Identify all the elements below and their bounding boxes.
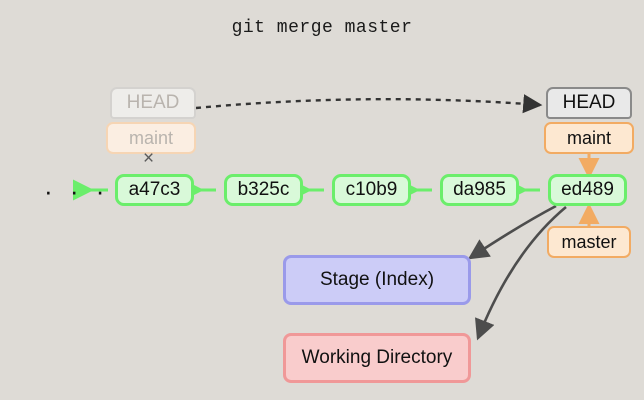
commit-node-b325c[interactable]: b325c <box>224 174 303 206</box>
ed489-to-stage-arrow <box>467 204 557 260</box>
maint-label-new[interactable]: maint <box>544 122 634 154</box>
commit-node-c10b9[interactable]: c10b9 <box>332 174 411 206</box>
head-label-new[interactable]: HEAD <box>546 87 632 119</box>
master-label[interactable]: master <box>547 226 631 258</box>
history-ellipsis: · · · <box>44 176 110 206</box>
diagram-title: git merge master <box>231 18 413 38</box>
commit-node-da985[interactable]: da985 <box>440 174 519 206</box>
head-label-old[interactable]: HEAD <box>110 87 196 119</box>
working-directory-box[interactable]: Working Directory <box>283 333 471 383</box>
stage-index-box[interactable]: Stage (Index) <box>283 255 471 305</box>
commit-node-ed489[interactable]: ed489 <box>548 174 627 206</box>
commit-node-a47c3[interactable]: a47c3 <box>115 174 194 206</box>
detach-x-mark: × <box>143 148 155 169</box>
head-move-dashed-arrow <box>195 94 543 114</box>
maint-label-old[interactable]: maint <box>106 122 196 154</box>
